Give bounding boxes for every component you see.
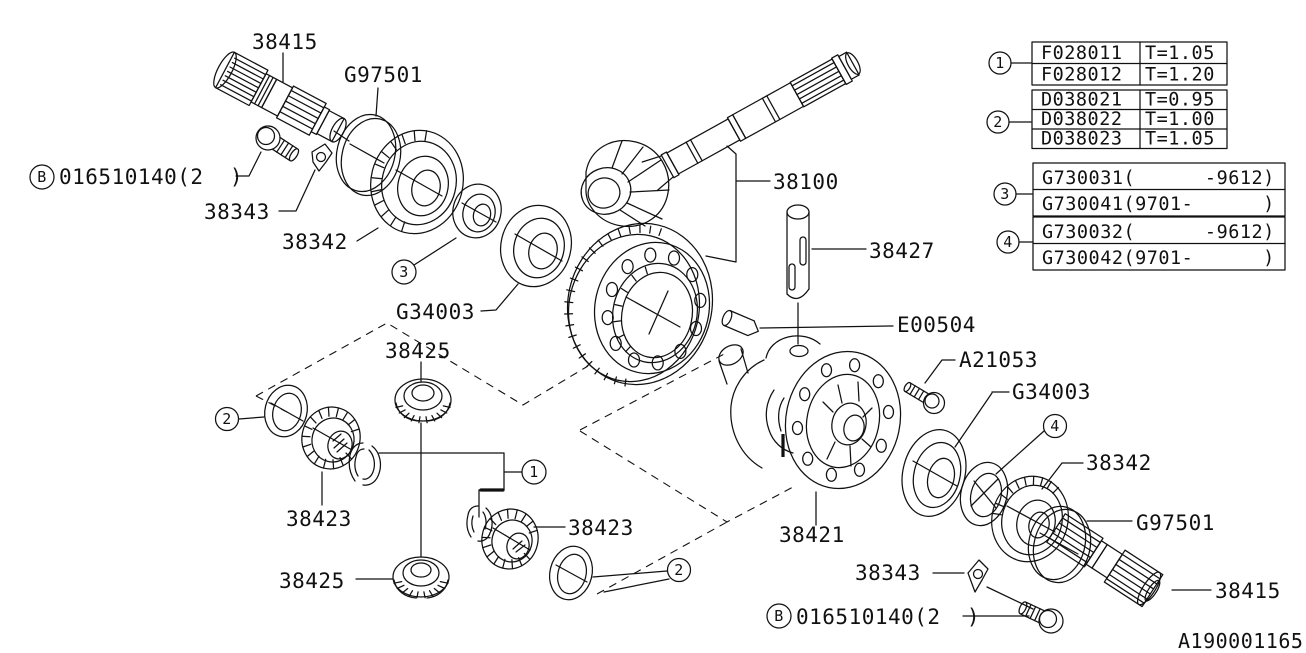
seal-top-drawing (328, 108, 408, 202)
t2-r2-part: D038022 (1041, 109, 1122, 130)
ref2-right-leaders (593, 571, 669, 592)
bearing-pilot-drawing (447, 179, 507, 243)
diagram-code: A190001165 (1178, 629, 1303, 653)
label-bearing-outer-bottom: 38342 (1086, 451, 1152, 475)
label-diff-case: 38421 (779, 523, 845, 547)
snap-ring-left-drawing (349, 443, 380, 485)
flange-bolt-a21053-drawing (903, 360, 955, 414)
callout-labels: 38415 G97501 B 016510140(2 ) 38343 38342… (30, 30, 1303, 653)
label-pinion-shaft-pin: 38427 (869, 239, 935, 263)
left-bearing-leaders (414, 238, 518, 311)
label-side-gear-left: 38423 (286, 507, 352, 531)
t2-r1-part: D038021 (1041, 90, 1122, 111)
pinion-shaft-pin-drawing (787, 205, 866, 357)
label-bearing-outer-top: 38342 (282, 230, 348, 254)
pinion-gear-upper-drawing (395, 362, 451, 557)
flange-bolt-top-drawing (256, 126, 300, 162)
ref-3-circle: 3 (399, 263, 409, 281)
table-4-grid (1033, 217, 1285, 270)
diff-case-drawing (715, 336, 913, 525)
label-lock-plate-top: 38343 (204, 200, 270, 224)
label-bearing-side-right: G34003 (1012, 380, 1091, 404)
t2-r3-part: D038023 (1041, 129, 1122, 150)
table-1-grid (1032, 42, 1227, 85)
bearing-outer-bottom-drawing (983, 463, 1083, 570)
flange-bolt-bottom-drawing (963, 601, 1063, 633)
straight-pin-drawing (720, 309, 893, 339)
pinion-gear-lower-drawing (356, 557, 449, 598)
label-shaft-bottom: 38415 (1215, 579, 1281, 603)
ref-b-circle-bottom: B (774, 607, 784, 625)
label-lock-plate-bottom: 38343 (855, 561, 921, 585)
label-pinion-gear-lower: 38425 (279, 569, 345, 593)
table-ref-4: 4 (1003, 233, 1013, 251)
label-straight-pin: E00504 (897, 313, 976, 337)
t2-r3-thickness: T=1.05 (1145, 129, 1215, 150)
diagram-refs: 1 2 2 3 4 (216, 260, 1067, 582)
label-bolt-top: 016510140(2 ) (59, 165, 243, 189)
lock-plate-bottom-drawing (933, 560, 1033, 609)
label-pinion-gear-upper: 38425 (385, 339, 451, 363)
table-ref-3: 3 (1000, 185, 1010, 203)
axle-shaft-bottom-drawing (1046, 512, 1166, 609)
ref-4-circle: 4 (1050, 417, 1060, 435)
t4-r2-part: G730042(9701- ) (1042, 248, 1275, 269)
table-2-grid (1032, 90, 1227, 149)
ref-2-circle-left: 2 (222, 410, 232, 428)
thrust-washer-left-drawing (239, 381, 313, 442)
side-gear-left-drawing (295, 401, 366, 505)
t4-r1-part: G730032( -9612) (1042, 222, 1275, 243)
ref-1-circle: 1 (529, 463, 539, 481)
label-bolt-bottom: 016510140(2 ) (796, 605, 980, 629)
top-label-leaders (236, 53, 378, 241)
table-3-grid (1033, 163, 1285, 216)
t3-r2-part: G730041(9701- ) (1042, 194, 1275, 215)
ref-b-circle-top: B (37, 168, 47, 186)
bearing-outer-top-drawing (360, 120, 474, 243)
label-seal-top: G97501 (344, 63, 423, 87)
t2-r1-thickness: T=0.95 (1145, 90, 1215, 111)
thickness-tables: 1 F028011 T=1.05 F028012 T=1.20 2 D03802… (987, 42, 1285, 270)
t1-r1-part: F028011 (1041, 43, 1122, 64)
ring-gear-drawing (552, 209, 729, 399)
axle-shaft-top-drawing (209, 49, 352, 151)
thrust-washer-right-drawing (954, 431, 1044, 531)
ref1-bracket (379, 453, 522, 517)
label-side-gear-right: 38423 (568, 516, 634, 540)
thrust-washer-right2-drawing (544, 542, 598, 605)
t1-r1-thickness: T=1.05 (1145, 43, 1215, 64)
label-seal-bottom: G97501 (1136, 511, 1215, 535)
t1-r2-part: F028012 (1041, 65, 1122, 86)
t1-r2-thickness: T=1.20 (1145, 65, 1215, 86)
side-gear-right-drawing (476, 503, 565, 575)
label-shaft-top: 38415 (252, 30, 318, 54)
table-ref-2: 2 (993, 113, 1003, 131)
t2-r2-thickness: T=1.00 (1145, 109, 1215, 130)
label-bearing-side-left: G34003 (396, 300, 475, 324)
label-flange-bolt: A21053 (959, 348, 1038, 372)
bearing-side-left-drawing (492, 198, 580, 294)
drive-pinion-drawing (575, 47, 865, 262)
label-diff-assembly: 38100 (773, 170, 839, 194)
seal-bottom-drawing (1021, 500, 1132, 588)
ref-2-circle-right: 2 (674, 561, 684, 579)
lock-plate-top-drawing (312, 144, 332, 171)
table-ref-1: 1 (995, 54, 1005, 72)
t3-r1-part: G730031( -9612) (1042, 168, 1275, 189)
